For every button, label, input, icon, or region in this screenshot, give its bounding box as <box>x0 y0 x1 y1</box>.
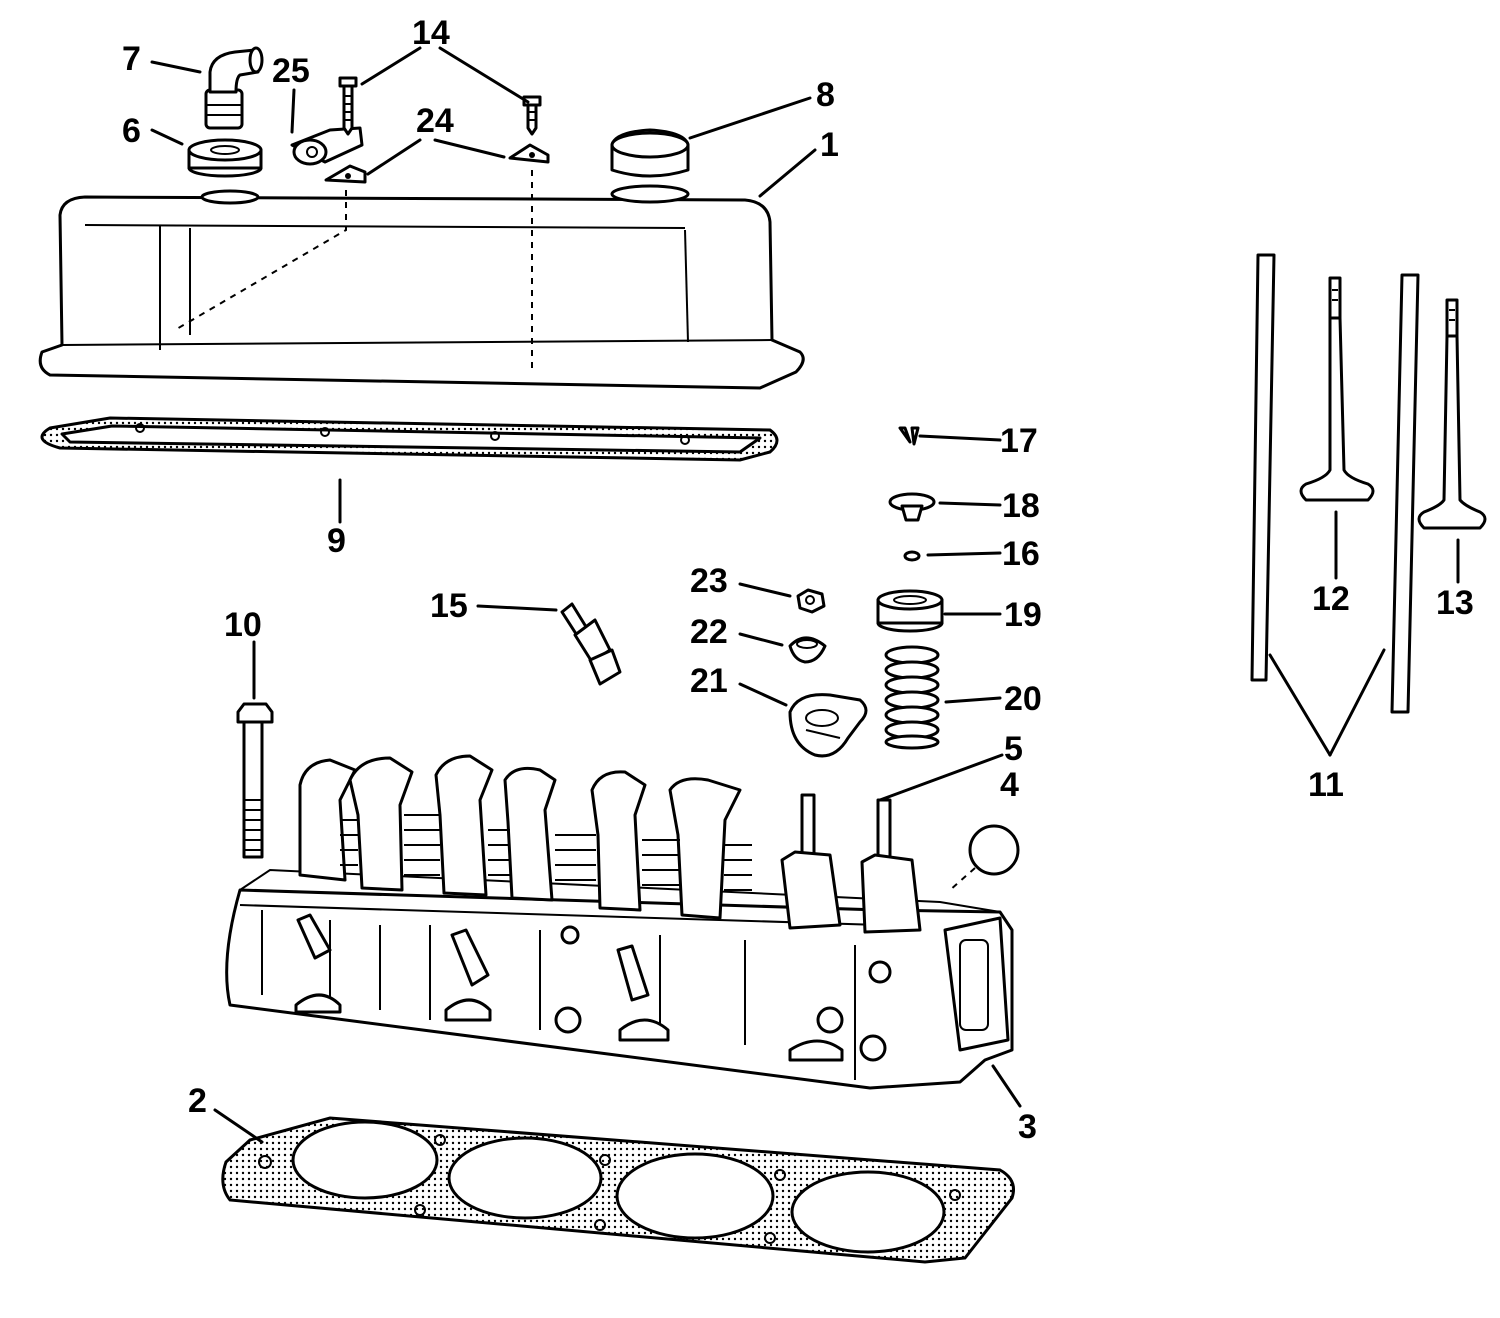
rocker-ball <box>788 636 827 664</box>
callout-15: 15 <box>430 587 468 625</box>
head-gasket <box>221 1116 1015 1264</box>
valve-keepers <box>898 426 920 446</box>
callout-10: 10 <box>224 606 262 644</box>
intake-valve <box>1299 276 1375 502</box>
callout-17: 17 <box>1000 422 1038 460</box>
callout-7: 7 <box>122 40 141 78</box>
valve-spring <box>884 645 940 750</box>
leader-lines <box>150 46 1460 1144</box>
callout-12: 12 <box>1312 580 1350 618</box>
exhaust-valve <box>1417 298 1487 530</box>
expansion-plug <box>949 824 1020 891</box>
hose-bracket <box>290 126 364 166</box>
callout-11: 11 <box>1308 766 1344 804</box>
screw-left <box>338 76 358 136</box>
plate-left <box>324 164 367 184</box>
elbow-fitting <box>204 46 264 130</box>
callout-22: 22 <box>690 613 728 651</box>
grommet <box>187 138 263 178</box>
callout-13: 13 <box>1436 584 1474 622</box>
callout-5: 5 <box>1004 730 1023 768</box>
rocker-nut <box>796 588 826 614</box>
screw-right <box>522 95 542 136</box>
callout-19: 19 <box>1004 596 1042 634</box>
cylinder-head <box>225 868 1014 1090</box>
callout-8: 8 <box>816 76 835 114</box>
callout-2: 2 <box>188 1082 207 1120</box>
callout-9: 9 <box>327 522 346 560</box>
callout-6: 6 <box>122 112 141 150</box>
valve-rotator <box>876 589 944 633</box>
callout-labels: 1 2 3 4 5 6 7 8 9 10 11 12 13 14 15 16 1… <box>122 14 1474 1146</box>
callout-4: 4 <box>1000 766 1019 804</box>
rocker-arm <box>788 693 868 758</box>
head-bolt <box>236 702 274 859</box>
temperature-sender <box>560 602 622 686</box>
callout-14: 14 <box>412 14 450 52</box>
spring-retainer <box>888 492 936 522</box>
plate-right <box>508 143 550 164</box>
callout-25: 25 <box>272 52 310 90</box>
oil-filler-cap <box>610 128 690 178</box>
push-rods <box>1250 253 1420 714</box>
valve-cover-gasket <box>40 416 779 462</box>
callout-3: 3 <box>1018 1108 1037 1146</box>
callout-1: 1 <box>820 126 839 164</box>
rocker-assemblies <box>298 754 922 934</box>
callout-20: 20 <box>1004 680 1042 718</box>
valve-cover <box>38 184 805 390</box>
callout-21: 21 <box>690 662 728 700</box>
callout-24: 24 <box>416 102 454 140</box>
callout-16: 16 <box>1002 535 1040 573</box>
callout-18: 18 <box>1002 487 1040 525</box>
o-ring <box>903 550 921 562</box>
callout-23: 23 <box>690 562 728 600</box>
